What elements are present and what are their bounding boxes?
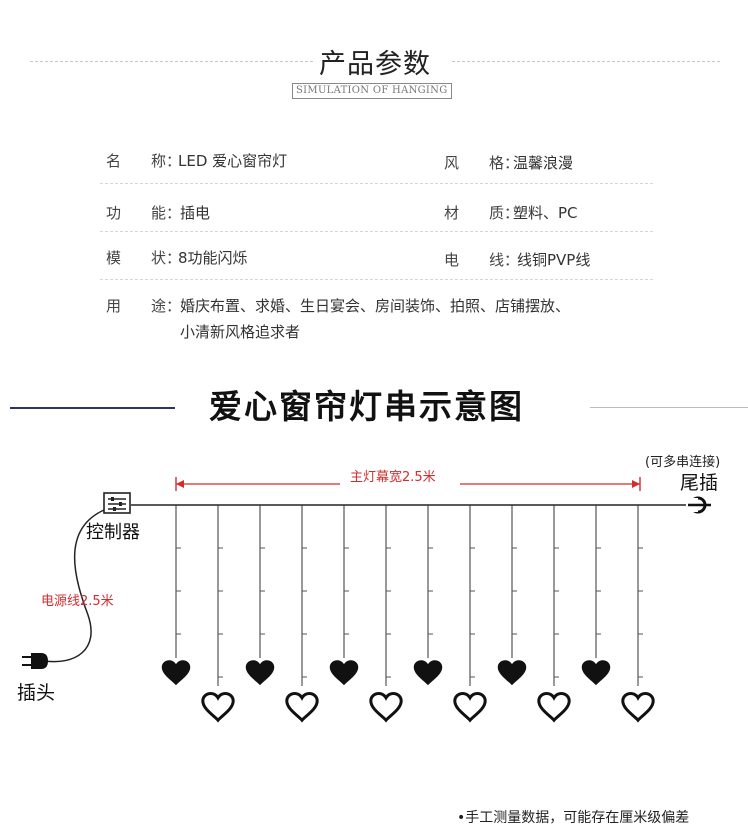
heart-light-filled	[497, 660, 527, 686]
heart-light-outline	[621, 692, 655, 723]
param-function-value: 插电	[180, 204, 211, 222]
param-usage-value-line1: 婚庆布置、求婚、生日宴会、房间装饰、拍照、店铺摆放、	[180, 297, 571, 315]
param-function-label: 功 能：	[106, 204, 182, 222]
tail-plug-label: 尾插	[680, 472, 718, 494]
row-divider	[100, 279, 653, 280]
page-subtitle: SIMULATION OF HANGING	[292, 83, 452, 99]
section-line-right	[590, 407, 748, 408]
measurement-note: •手工测量数据，可能存在厘米级偏差	[457, 810, 689, 824]
param-material-label: 材 质：	[444, 204, 520, 222]
plug-label: 插头	[17, 682, 55, 704]
page-title: 产品参数	[319, 49, 431, 80]
param-style-value: 温馨浪漫	[513, 154, 574, 172]
diagram-title: 爱心窗帘灯串示意图	[209, 387, 524, 426]
heart-light-filled	[329, 660, 359, 686]
row-divider	[100, 231, 653, 232]
heart-light-filled	[161, 660, 191, 686]
heart-light-filled	[245, 660, 275, 686]
plug-icon	[22, 653, 48, 669]
param-wire-value: 线铜PVP线	[517, 251, 591, 269]
param-wire-label: 电 线：	[444, 251, 520, 269]
param-name-value: LED 爱心窗帘灯	[178, 152, 288, 170]
width-dimension	[175, 472, 641, 492]
heart-light-outline	[453, 692, 487, 723]
power-cord	[44, 509, 105, 663]
tail-plug-icon	[686, 496, 711, 514]
heart-light-outline	[537, 692, 571, 723]
heart-light-outline	[201, 692, 235, 723]
param-mode-value: 8功能闪烁	[178, 249, 248, 267]
param-usage-value-line2: 小清新风格追求者	[180, 323, 301, 341]
header-divider-left	[30, 61, 313, 62]
heart-light-outline	[369, 692, 403, 723]
light-strands	[161, 505, 655, 723]
chain-note: (可多串连接)	[645, 454, 720, 470]
power-cord-label: 电源线2.5米	[41, 594, 114, 609]
section-line-left	[10, 407, 175, 409]
controller-label: 控制器	[86, 522, 140, 543]
width-label: 主灯幕宽2.5米	[350, 469, 436, 485]
param-material-value: 塑料、PC	[513, 204, 578, 222]
param-name-label: 名 称：	[106, 152, 182, 170]
heart-light-filled	[413, 660, 443, 686]
param-usage-label: 用 途：	[106, 297, 182, 315]
heart-light-outline	[285, 692, 319, 723]
param-mode-label: 模 状：	[106, 249, 182, 267]
row-divider	[100, 183, 653, 184]
heart-light-filled	[581, 660, 611, 686]
param-style-label: 风 格：	[444, 154, 520, 172]
header-divider-right	[452, 61, 720, 62]
controller-icon	[103, 492, 131, 514]
